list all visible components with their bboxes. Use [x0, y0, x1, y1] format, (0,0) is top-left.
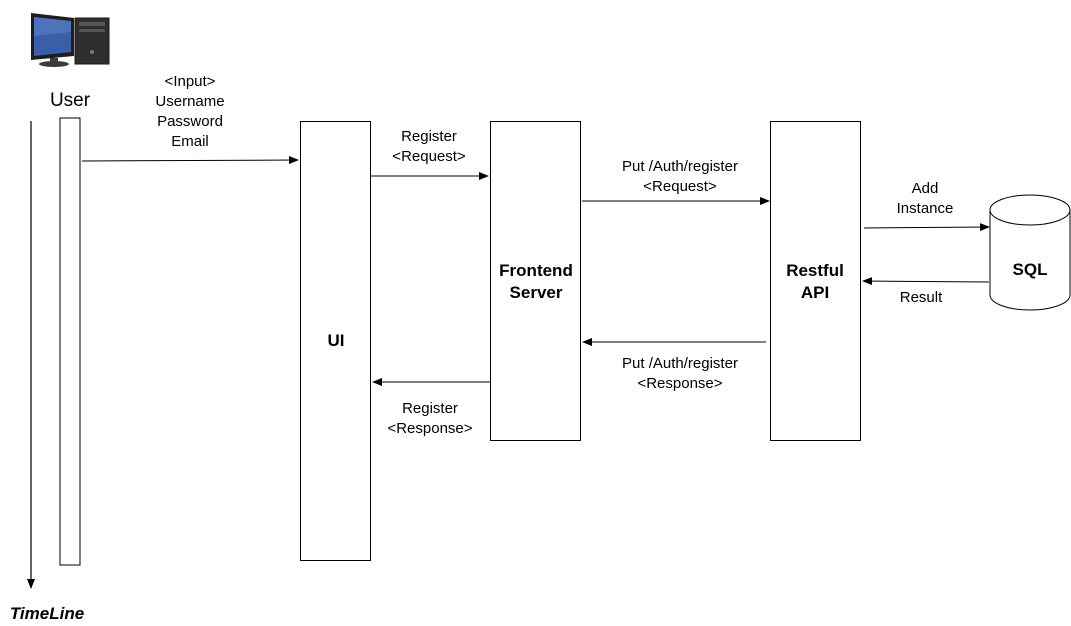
restful-api-lifeline-box	[770, 121, 861, 441]
desktop-computer-icon	[31, 13, 110, 67]
message-frontend-to-api-label: Put /Auth/register <Request>	[622, 158, 738, 195]
arrow-api-to-sql	[863, 223, 990, 232]
message-ui-to-frontend-label: Register <Request>	[392, 128, 466, 165]
frontend-server-lifeline-box	[490, 121, 581, 441]
message-sql-to-api-label: Result	[899, 289, 943, 306]
ui-title: UI	[327, 331, 345, 350]
user-label: User	[49, 90, 91, 111]
sql-database-cylinder	[989, 194, 1071, 311]
message-api-to-frontend-label: Put /Auth/register <Response>	[622, 355, 738, 392]
arrow-sql-to-api	[862, 277, 990, 286]
message-frontend-to-ui-label: Register <Response>	[387, 400, 473, 437]
frontend-server-title: Frontend Server	[499, 261, 573, 302]
ui-lifeline-box	[300, 121, 371, 561]
message-api-to-sql-label: Add Instance	[896, 180, 954, 217]
user-activation-bar	[59, 117, 81, 566]
restful-api-title: Restful API	[786, 261, 844, 302]
message-user-to-ui-label: <Input> Username Password Email	[155, 73, 225, 150]
timeline-label: TimeLine	[9, 604, 85, 623]
arrow-user-to-ui	[81, 156, 299, 165]
sql-title: SQL	[1012, 260, 1048, 279]
